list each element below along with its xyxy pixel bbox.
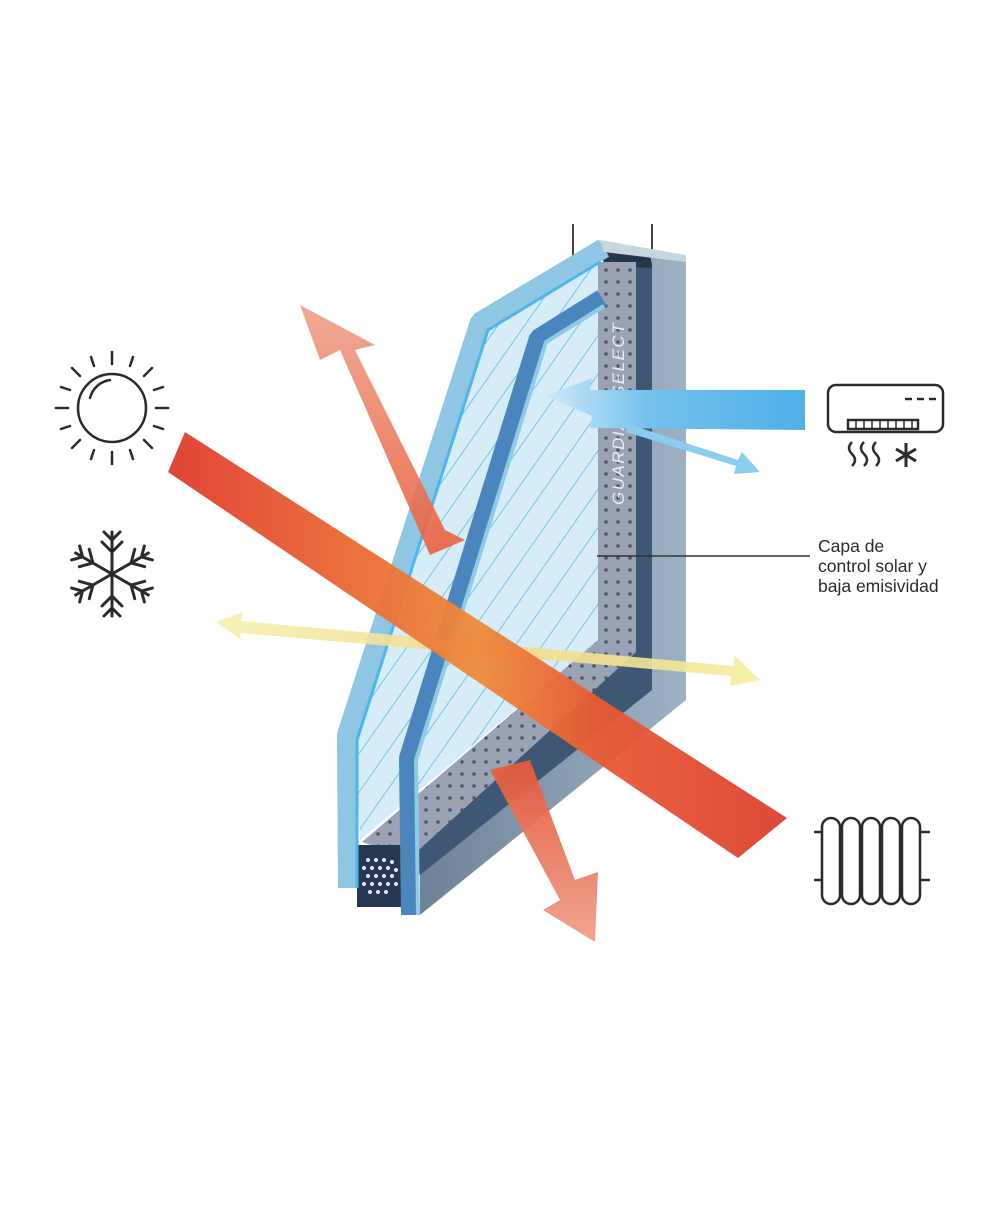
inner-pane-edge: [399, 290, 607, 916]
cooling-arrow-reflect: [626, 424, 760, 474]
energy-arrows: [168, 305, 805, 942]
desiccant-dots: [362, 858, 398, 894]
reflected-heat-arrow-down: [490, 760, 598, 942]
snowflake-icon: [69, 530, 155, 618]
cooling-arrow-left: [545, 378, 805, 430]
sun-icon: [54, 350, 170, 466]
coating-callout-label: Capa de control solar y baja emisividad: [818, 536, 939, 596]
callout-line-2: control solar y: [818, 556, 927, 576]
reflected-heat-arrow-up: [300, 305, 465, 555]
radiator-icon: [814, 816, 930, 906]
inner-pane-highlight: [413, 304, 606, 916]
callout-line-3: baja emisividad: [818, 576, 939, 596]
callout-line-1: Capa de: [818, 536, 885, 556]
pane-top-cap: [600, 240, 686, 262]
desiccant-end: [357, 845, 405, 907]
spacer-vertical: [598, 262, 636, 652]
outer-pane-edge: [337, 239, 610, 889]
air-conditioner-icon: [826, 383, 945, 467]
solar-heat-band: [168, 432, 787, 858]
